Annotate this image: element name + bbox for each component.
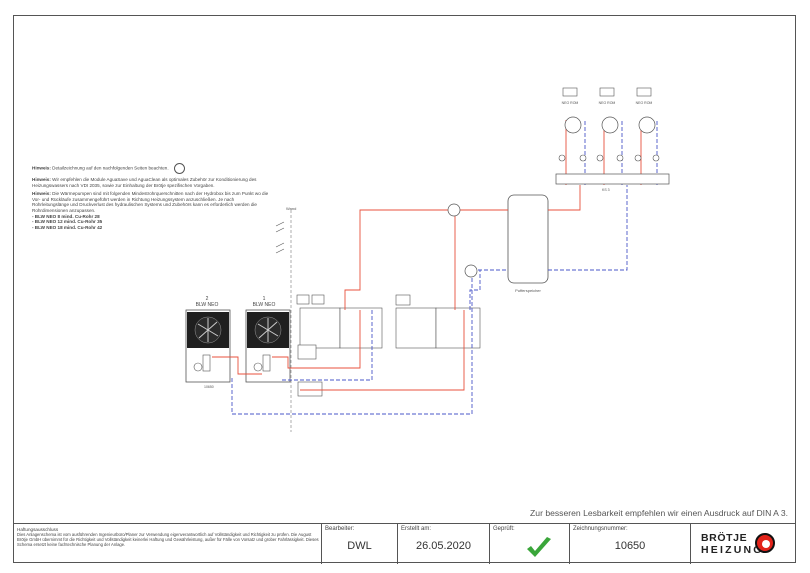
room-unit-label: NEO ROM: [636, 101, 653, 105]
print-note: Zur besseren Lesbarkeit empfehlen wir ei…: [530, 508, 788, 518]
note-detail: Hinweis: Detailzeichnung auf den nachfol…: [32, 163, 272, 174]
created-cell: Erstellt am: 26.05.2020: [397, 524, 489, 564]
editor-value: DWL: [347, 540, 372, 552]
logo-circle-icon: [755, 533, 775, 553]
pipe-size-item: - BLW NEO 8 mind. Cu-Rohr 28: [32, 213, 100, 219]
outdoor-sensor-icon: [275, 221, 285, 254]
circuit-pump-1: [562, 87, 582, 134]
logo-text-line2: HEIZUNG: [701, 544, 764, 556]
room-unit-label: NEO ROM: [562, 101, 579, 105]
pump-icon: [447, 203, 461, 217]
hp1-name: BLW NEO: [253, 302, 276, 308]
hp2-sub: 10650: [204, 385, 214, 389]
note-pipe-sizing: Hinweis: Die Wärmepumpen sind mit folgen…: [32, 191, 272, 230]
drawing-number-cell: Zeichnungsnummer: 10650: [569, 524, 690, 564]
hp1-number: 1: [263, 296, 266, 302]
circuit-pump-2: [599, 87, 619, 134]
pump-icon: [464, 264, 478, 278]
pipe-size-item: - BLW NEO 18 mind. Cu-Rohr 42: [32, 224, 103, 230]
note-label: Hinweis:: [32, 191, 51, 197]
checkmark-icon: [527, 537, 551, 557]
notes-block: Hinweis: Detailzeichnung auf den nachfol…: [32, 163, 272, 233]
circuit-valves: [558, 154, 660, 162]
hydrobox-1: [296, 294, 383, 397]
storage-label: Pufferspeicher: [515, 288, 541, 293]
checked-cell: Geprüft:: [489, 524, 569, 564]
note-text: Wir empfehlen die Module AguaSave und Ag…: [32, 177, 257, 188]
note-water-treatment: Hinweis: Wir empfehlen die Module AguaSa…: [32, 177, 272, 188]
mixer-label: KS 3: [602, 188, 610, 192]
heat-pump-1: [245, 309, 291, 383]
return-pipes: [231, 120, 658, 415]
hp2-name: BLW NEO: [196, 302, 219, 308]
hp2-number: 2: [206, 296, 209, 302]
room-unit-label: NEO ROM: [599, 101, 616, 105]
circuit-pump-3: [636, 87, 656, 134]
liability-text: Dies Anlagenschema ist vom ausführenden …: [17, 532, 319, 547]
logo-cell: BRÖTJE HEIZUNG: [690, 524, 796, 564]
checked-label: Geprüft:: [493, 526, 515, 532]
title-block: Haftungsausschluss Dies Anlagenschema is…: [13, 523, 796, 564]
created-value: 26.05.2020: [415, 540, 472, 552]
heat-pump-2: [185, 309, 231, 383]
note-label: Hinweis:: [32, 177, 51, 182]
note-text: Detailzeichnung auf den nachfolgenden Se…: [52, 165, 169, 171]
drawing-number-value: 10650: [614, 540, 646, 552]
wall-label: Wand: [286, 206, 296, 211]
note-text: Die Wärmepumpen sind mit folgenden Minde…: [32, 191, 269, 213]
pipe-size-item: - BLW NEO 12 mind. Cu-Rohr 35: [32, 219, 103, 225]
drawing-frame: [13, 15, 796, 563]
editor-label: Bearbeiter:: [325, 526, 355, 532]
editor-cell: Bearbeiter: DWL: [321, 524, 397, 564]
logo-text-line1: BRÖTJE: [701, 532, 748, 544]
detail-circle-icon: [173, 163, 185, 174]
drawing-number-label: Zeichnungsnummer:: [573, 526, 628, 532]
liability-heading: Haftungsausschluss: [17, 527, 59, 532]
note-label: Hinweis:: [32, 165, 51, 171]
brand-logo: BRÖTJE HEIZUNG: [691, 524, 796, 564]
created-label: Erstellt am:: [401, 526, 432, 532]
buffer-storage: [507, 194, 549, 284]
hydrobox-2: [395, 294, 481, 349]
liability-disclaimer: Haftungsausschluss Dies Anlagenschema is…: [17, 527, 319, 547]
distributor-bar: [555, 173, 670, 185]
